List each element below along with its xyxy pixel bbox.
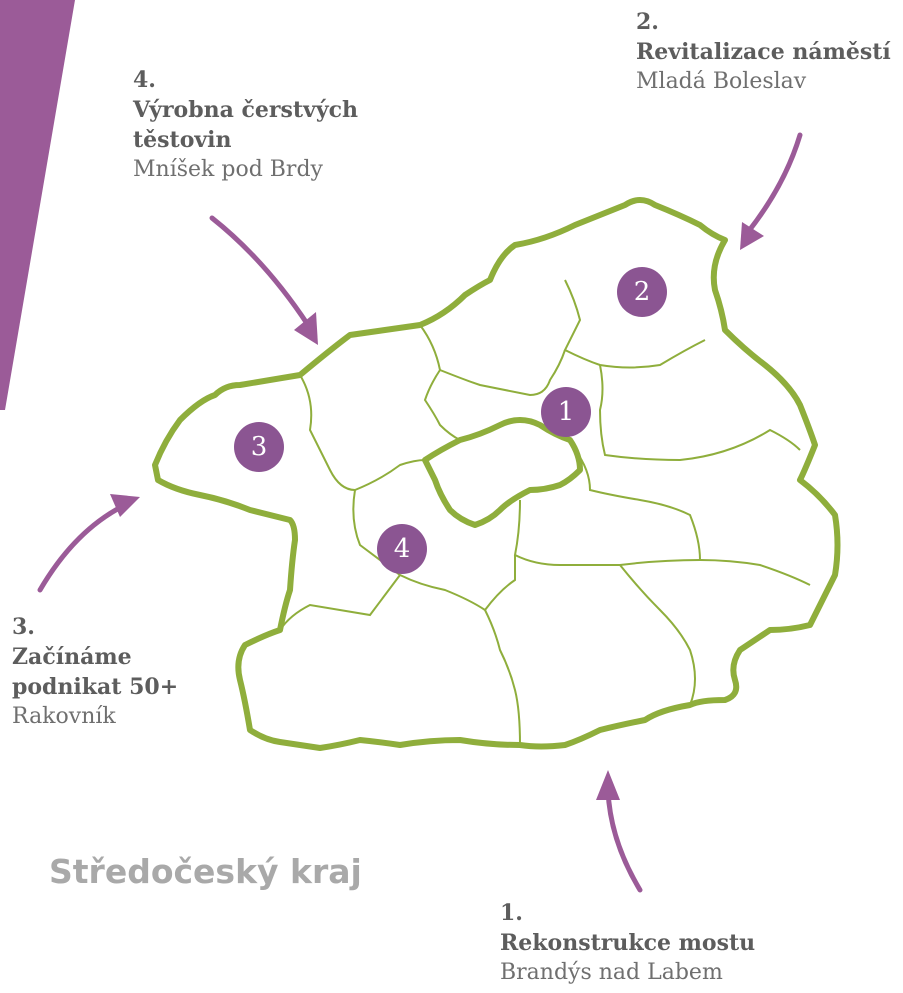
arrow-to-project-2 [740,132,803,250]
project-callout-4: 4. Výrobna čerstvých těstovin Mníšek pod… [133,65,358,185]
district-boundaries [279,279,811,746]
region-title: Středočeský kraj [49,852,362,891]
project-callout-1: 1. Rekonstrukce mostu Brandýs nad Labem [500,898,755,988]
project-place: Brandýs nad Labem [500,960,723,985]
arrow-to-project-1 [596,770,643,893]
project-place: Mníšek pod Brdy [133,157,323,182]
project-number: 1. [500,900,523,926]
project-place: Rakovník [12,704,116,729]
map-marker-1[interactable]: 1 [541,387,591,437]
arrows [37,132,803,893]
project-number: 4. [133,67,156,93]
project-name-line-2: podnikat 50+ [12,674,179,700]
project-name: Revitalizace náměstí [636,39,891,65]
region-outline [152,197,841,751]
prague-outline [422,417,583,528]
arrow-to-project-4 [209,215,318,345]
project-number: 2. [636,9,659,35]
project-callout-3: 3. Začínáme podnikat 50+ Rakovník [12,612,178,732]
project-place: Mladá Boleslav [636,69,807,94]
project-name: Rekonstrukce mostu [500,930,756,956]
decorative-banner [0,0,75,410]
map-marker-3[interactable]: 3 [234,422,284,472]
project-callout-2: 2. Revitalizace náměstí Mladá Boleslav [636,7,891,97]
project-name-line-1: Výrobna čerstvých [133,97,359,123]
project-name-line-1: Začínáme [12,644,132,670]
project-number: 3. [12,614,35,640]
project-name-line-2: těstovin [133,127,232,153]
map-marker-4[interactable]: 4 [377,524,427,574]
map-marker-2[interactable]: 2 [617,267,667,317]
arrow-to-project-3 [37,494,140,593]
